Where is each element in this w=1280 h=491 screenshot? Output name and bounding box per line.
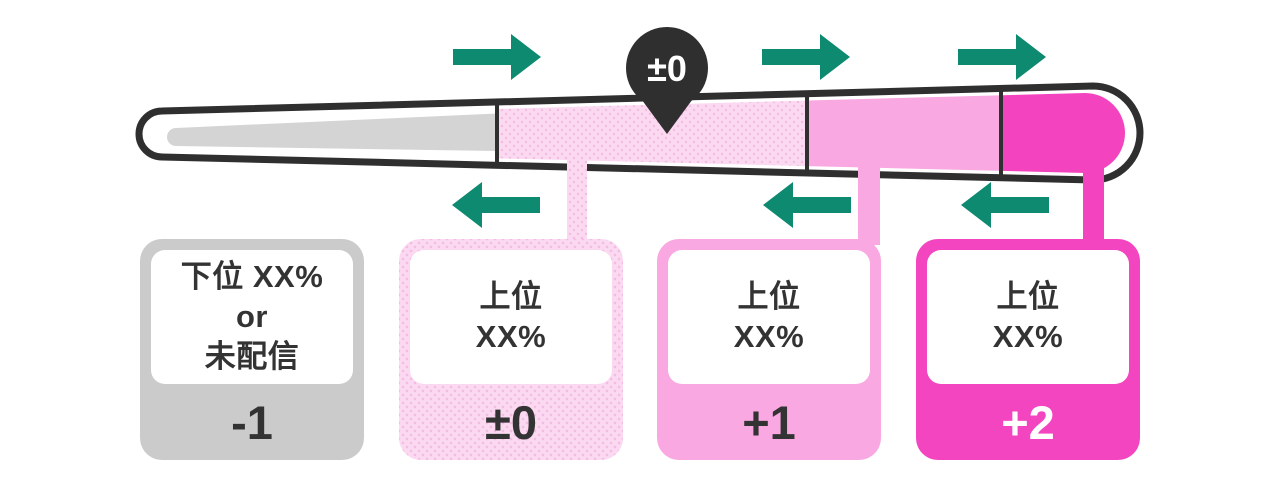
tier-card-plus-2-value: +2 xyxy=(1001,395,1055,449)
connector-zero xyxy=(567,132,587,245)
tier-card-minus-1-value: -1 xyxy=(231,395,273,449)
pin-head xyxy=(626,27,708,109)
tier-card-line: XX% xyxy=(992,319,1064,354)
tier-card-line: 上位 xyxy=(479,279,543,315)
arrow-right-icon xyxy=(453,34,541,80)
tier-card-line: XX% xyxy=(475,319,547,354)
connector-plus-1 xyxy=(858,140,880,245)
pin-label: ±0 xyxy=(647,48,687,89)
tier-card-zero-value: ±0 xyxy=(485,395,537,449)
tier-card-line: 上位 xyxy=(996,279,1060,315)
tier-card-plus-1-description: 上位 XX% xyxy=(668,250,870,384)
tier-card-minus-1: 下位 XX% or 未配信 -1 xyxy=(140,239,364,460)
gauge-segment-minus-1 xyxy=(167,113,497,151)
tier-card-minus-1-description: 下位 XX% or 未配信 xyxy=(151,250,353,384)
arrow-left-icon xyxy=(763,182,851,228)
gauge-segment-plus-1 xyxy=(807,93,1001,173)
connector-plus-2 xyxy=(1083,140,1104,245)
tier-card-line: 上位 xyxy=(737,279,801,315)
tier-card-plus-2-description: 上位 XX% xyxy=(927,250,1129,384)
arrow-left-icon xyxy=(452,182,540,228)
tier-card-plus-1: 上位 XX% +1 xyxy=(657,239,881,460)
arrow-right-icon xyxy=(762,34,850,80)
tier-card-plus-2: 上位 XX% +2 xyxy=(916,239,1140,460)
gauge-segment-plus-2 xyxy=(1001,93,1125,173)
tier-card-line: 未配信 xyxy=(204,338,300,374)
arrow-left-icon xyxy=(961,182,1049,228)
tier-card-zero-description: 上位 XX% xyxy=(410,250,612,384)
tier-card-line: XX% xyxy=(733,319,805,354)
arrow-right-icon xyxy=(958,34,1046,80)
tier-card-zero: 上位 XX% ±0 xyxy=(399,239,623,460)
tier-card-plus-1-value: +1 xyxy=(742,395,796,449)
tier-card-line: or xyxy=(236,299,268,335)
current-rank-pin: ±0 xyxy=(626,27,708,134)
tier-card-line: 下位 XX% xyxy=(180,259,324,295)
